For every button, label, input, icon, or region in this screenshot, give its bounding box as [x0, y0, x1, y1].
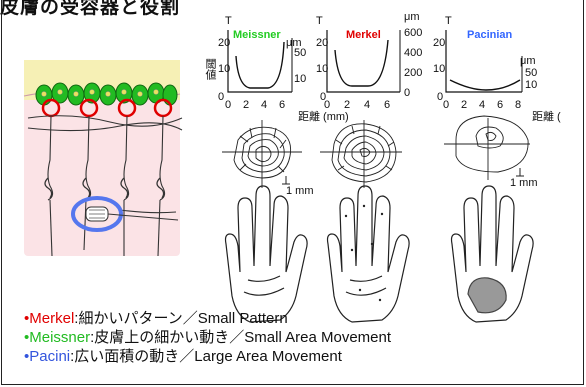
caption-meissner-name: •Meissner	[24, 329, 91, 346]
y-tick-3b: 10	[433, 63, 445, 75]
y-unit-right-1: μm	[286, 37, 302, 49]
hand-meissner	[224, 185, 308, 323]
y-tick-2c: 0	[320, 91, 326, 103]
x-tick-3b: 2	[461, 99, 467, 111]
x-tick-1d: 6	[279, 99, 285, 111]
scale-1mm-right: 1 mm	[510, 177, 538, 189]
x-tick-3e: 8	[515, 99, 521, 111]
x-tick-3c: 4	[479, 99, 485, 111]
caption-merkel-name: •Merkel	[24, 310, 75, 327]
y-right-tick-2c: 200	[404, 67, 422, 79]
caption-list: •Merkel:細かいパターン／Small Pattern •Meissner:…	[24, 309, 391, 366]
hand-pacinian	[450, 185, 534, 323]
y-right-tick-1a: 50	[294, 47, 306, 59]
caption-merkel: •Merkel:細かいパターン／Small Pattern	[24, 309, 391, 328]
pacinian-marker	[71, 196, 123, 232]
caption-pacini: •Pacini:広い面積の動き／Large Area Movement	[24, 347, 391, 366]
caption-pacini-name: •Pacini	[24, 348, 71, 365]
y-tick-3a: 20	[433, 37, 445, 49]
scale-1mm-left: 1 mm	[286, 185, 314, 197]
graph-meissner: T 20 10 0 閾値 μm 50 10 0 2 4 6 Meissner	[204, 15, 306, 111]
caption-pacini-text: :広い面積の動き／Large Area Movement	[70, 348, 342, 365]
y-right-tick-2a: 600	[404, 27, 422, 39]
y-tick-1b: 10	[218, 63, 230, 75]
y-right-tick-2d: 0	[404, 87, 410, 99]
field-map-merkel	[320, 120, 402, 188]
x-tick-3d: 6	[497, 99, 503, 111]
caption-meissner-text: :皮膚上の細かい動き／Small Area Movement	[90, 329, 392, 346]
field-map-meissner: 1 mm	[222, 120, 314, 197]
y-right-tick-3b: 10	[525, 79, 537, 91]
y-tick-2b: 10	[316, 63, 328, 75]
skin-section-illustration	[23, 60, 183, 257]
y-axis-label-1: 閾値	[204, 58, 217, 81]
x-tick-2c: 4	[364, 99, 370, 111]
hand-drawings	[224, 185, 534, 323]
slide-title: 皮膚の受容器と役割	[0, 0, 181, 18]
y-tick-3c: 0	[437, 91, 443, 103]
x-tick-1a: 0	[225, 99, 231, 111]
y-right-tick-2b: 400	[404, 47, 422, 59]
label-meissner: Meissner	[233, 29, 281, 41]
graph-pacinian: T 20 10 0 μm 50 10 0 2 4 6 8 Pacinian 距離…	[433, 15, 561, 123]
y-unit-right-2: μm	[404, 11, 420, 23]
hand-merkel	[326, 185, 410, 323]
caption-meissner: •Meissner:皮膚上の細かい動き／Small Area Movement	[24, 328, 391, 347]
field-map-pacinian: 1 mm	[444, 115, 538, 189]
y-unit-left-3: T	[445, 15, 452, 27]
x-tick-3a: 0	[443, 99, 449, 111]
label-merkel: Merkel	[346, 29, 381, 41]
caption-merkel-text: :細かいパターン／Small Pattern	[74, 310, 288, 327]
x-tick-2a: 0	[324, 99, 330, 111]
y-unit-right-3: μm	[520, 55, 536, 67]
x-tick-2d: 6	[384, 99, 390, 111]
threshold-graphs: T 20 10 0 閾値 μm 50 10 0 2 4 6 Meissner T	[204, 11, 561, 123]
graph-merkel: T 20 10 0 μm 600 400 200 0 0 2 4 6 Merke…	[298, 11, 422, 123]
x-tick-1b: 2	[243, 99, 249, 111]
label-pacinian: Pacinian	[467, 29, 513, 41]
x-tick-2b: 2	[344, 99, 350, 111]
x-axis-label: 距離 (mm)	[298, 109, 349, 123]
y-tick-1c: 0	[218, 91, 224, 103]
y-tick-1a: 20	[218, 37, 230, 49]
receptive-field-maps: 1 mm 1 mm	[222, 115, 538, 197]
y-unit-left-2: T	[316, 15, 323, 27]
x-axis-label-right: 距離 (	[532, 109, 561, 123]
x-tick-1c: 4	[261, 99, 267, 111]
y-unit-left-1: T	[225, 15, 232, 27]
y-right-tick-1b: 10	[294, 73, 306, 85]
y-right-tick-3a: 50	[525, 67, 537, 79]
y-tick-2a: 20	[316, 37, 328, 49]
